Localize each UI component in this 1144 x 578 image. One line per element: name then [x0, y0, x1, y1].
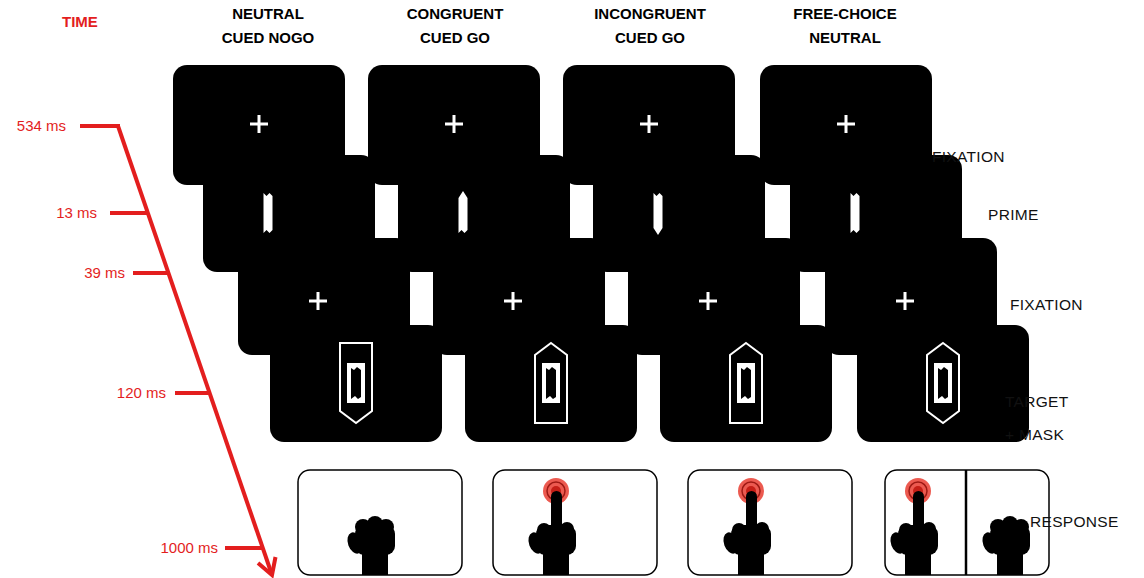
fixation-cross: [640, 115, 658, 133]
axis-title: TIME: [62, 12, 122, 32]
button-press-hand: [526, 478, 576, 575]
screen: [270, 325, 442, 442]
fixation-cross: [504, 292, 522, 310]
fist-hand: [345, 516, 395, 575]
duration-label: 120 ms: [86, 383, 166, 403]
time-tick: [225, 546, 263, 550]
prime-stimulus: [851, 193, 860, 233]
response-panel: [688, 470, 852, 575]
button-press-hand: [721, 478, 771, 575]
fixation-cross: [699, 292, 717, 310]
fixation-cross: [445, 115, 463, 133]
fixation-cross: [309, 292, 327, 310]
response-panel: [298, 470, 462, 575]
time-tick: [80, 124, 120, 128]
screen: [465, 325, 637, 442]
condition-header: CONGRUENT CUED GO: [400, 2, 510, 50]
choice-divider: [965, 470, 968, 575]
time-tick: [133, 271, 168, 275]
phase-label: RESPONSE: [1030, 512, 1140, 532]
fixation-cross: [250, 115, 268, 133]
response-panel: [885, 470, 1049, 575]
phase-label: PRIME: [988, 205, 1098, 225]
phase-label: TARGET + MASK: [1005, 385, 1073, 451]
prime-stimulus: [264, 193, 273, 233]
condition-header: FREE-CHOICE NEUTRAL: [785, 2, 905, 50]
target-stimulus: [730, 343, 762, 423]
duration-label: 39 ms: [45, 263, 125, 283]
duration-label: 13 ms: [17, 203, 97, 223]
phase-label: FIXATION: [1010, 295, 1120, 315]
target-stimulus: [535, 343, 567, 423]
duration-label: 534 ms: [0, 116, 66, 136]
target-screens: [270, 325, 1029, 442]
condition-header: NEUTRAL CUED NOGO: [218, 2, 318, 50]
condition-header: INCONGRUENT CUED GO: [588, 2, 713, 50]
fixation-cross: [896, 292, 914, 310]
response-panel: [493, 470, 657, 575]
screen: [660, 325, 832, 442]
response-panels: [298, 470, 1049, 575]
target-stimulus: [927, 343, 959, 423]
prime-stimulus: [654, 193, 663, 235]
time-arrowhead: [258, 557, 276, 575]
button-press-hand: [888, 478, 938, 575]
phase-label: FIXATION: [932, 147, 1042, 167]
screen: [857, 325, 1029, 442]
duration-label: 1000 ms: [138, 538, 218, 558]
fist-hand: [980, 516, 1030, 575]
time-tick: [110, 211, 148, 215]
fixation-cross: [837, 115, 855, 133]
time-tick: [175, 391, 210, 395]
prime-stimulus: [459, 191, 468, 233]
target-stimulus: [340, 343, 372, 423]
